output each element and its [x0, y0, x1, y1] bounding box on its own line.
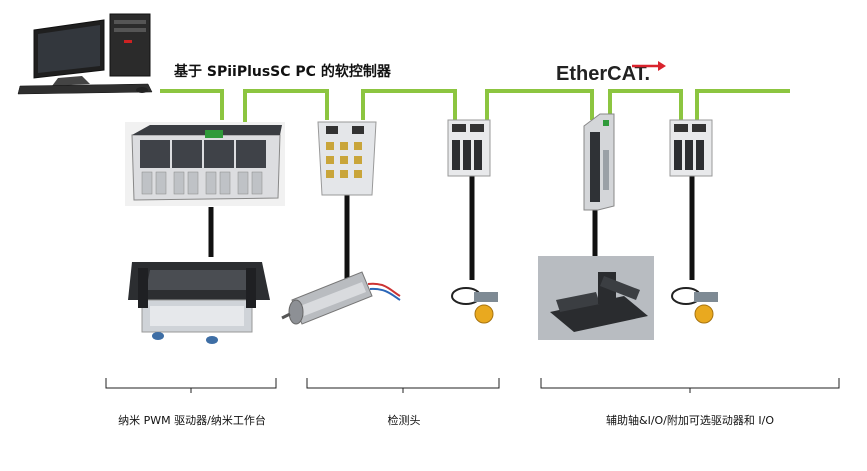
brace-aux: [540, 378, 840, 393]
gantry-stage: [538, 256, 654, 340]
brace-nano: [105, 378, 277, 393]
ethercat-logo-suffix: CAT.: [607, 63, 650, 85]
nano-pwm-rack: [125, 122, 285, 206]
arrow-icon: [658, 61, 666, 71]
controller-title: 基于 SPiiPlusSC PC 的软控制器: [174, 63, 392, 80]
group-label-aux: 辅助轴&I/O/附加可选驱动器和 I/O: [606, 413, 774, 427]
proximity-sensor: [451, 287, 498, 324]
nano-stage: [128, 262, 270, 344]
brace-sensor: [306, 378, 500, 393]
group-label-nano: 纳米 PWM 驱动器/纳米工作台: [118, 413, 266, 427]
ethercat-logo: EtherCAT.: [556, 61, 666, 85]
svg-text:EtherCAT.: EtherCAT.: [556, 63, 650, 85]
ethercat-bus: [160, 89, 790, 122]
servo-drive: [447, 119, 491, 177]
device-links: [208, 175, 695, 282]
proximity-sensor: [671, 287, 718, 324]
pc-icon: [17, 13, 153, 95]
group-braces: [105, 378, 840, 393]
ethercat-logo-prefix: Ether: [556, 63, 607, 85]
group-label-sensor: 检测头: [388, 413, 421, 427]
tall-drive: [583, 113, 615, 211]
io-module: [317, 121, 377, 196]
servo-drive: [669, 119, 713, 177]
motor: [281, 271, 401, 325]
